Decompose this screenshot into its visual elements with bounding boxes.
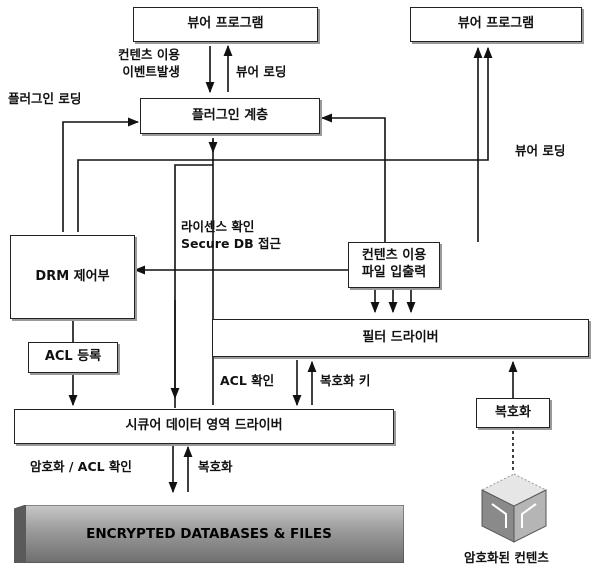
decrypt-label: 복호화 xyxy=(198,459,233,474)
arrow-secure-up xyxy=(174,164,213,408)
decrypt-key-label: 복호화 키 xyxy=(320,373,371,388)
acl-register-box: ACL 등록 xyxy=(28,342,118,373)
plugin-loading-label: 플러그인 로딩 xyxy=(8,91,82,106)
arrow-viewer-loading-right xyxy=(77,46,493,232)
content-io-line2: 파일 입출력 xyxy=(361,265,427,280)
encrypt-acl-check-label: 암호화 / ACL 확인 xyxy=(30,459,132,474)
encrypted-content-label: 암호화된 컨텐츠 xyxy=(464,550,549,565)
viewer-loading-label-left: 뷰어 로딩 xyxy=(236,64,287,79)
content-use-event-label: 컨텐츠 이용 이벤트발생 xyxy=(118,47,180,79)
plugin-layer: 플러그인 계층 xyxy=(140,98,320,134)
secure-data-driver-box: 시큐어 데이터 영역 드라이버 xyxy=(14,409,394,444)
acl-check-label: ACL 확인 xyxy=(220,373,275,388)
filter-driver-box: 필터 드라이버 xyxy=(212,319,589,357)
content-io-box: 컨텐츠 이용 파일 입출력 xyxy=(348,242,440,288)
arrow-plugin-loading xyxy=(62,117,140,232)
license-check-label: 라이센스 확인 Secure DB 접근 xyxy=(181,219,282,251)
encrypted-databases-shape xyxy=(14,505,404,563)
viewer-program-right: 뷰어 프로그램 xyxy=(410,7,582,42)
decrypt-box: 복호화 xyxy=(476,398,550,428)
viewer-loading-label-right: 뷰어 로딩 xyxy=(515,143,566,158)
arrow-contentio-to-plugin xyxy=(320,113,386,242)
encrypted-databases-label: ENCRYPTED DATABASES & FILES xyxy=(86,526,332,542)
content-io-line1: 컨텐츠 이용 xyxy=(361,248,427,264)
viewer-program-left: 뷰어 프로그램 xyxy=(133,7,318,42)
drm-control-unit: DRM 제어부 xyxy=(10,235,135,319)
encrypted-content-cube-icon xyxy=(480,473,548,543)
